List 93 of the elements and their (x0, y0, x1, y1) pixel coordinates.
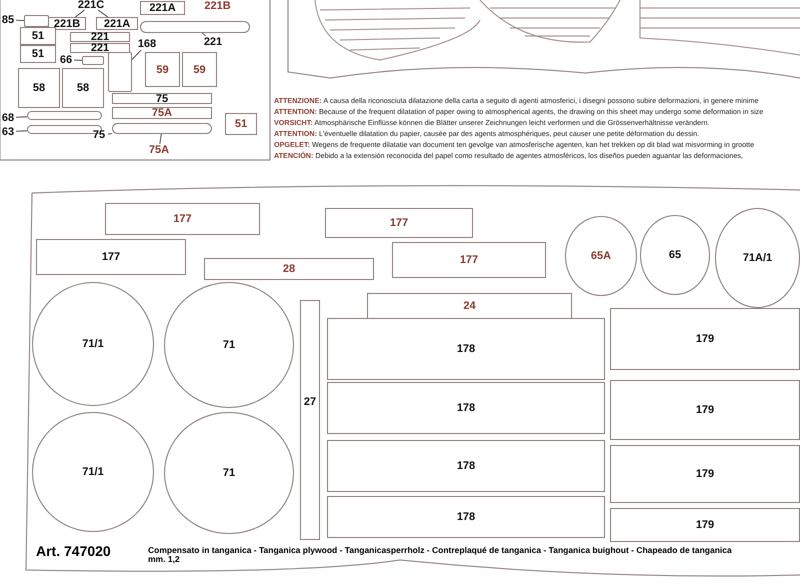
part-number: 179 (696, 404, 714, 416)
part-number: 66 (58, 54, 74, 66)
plywood-part (20, 45, 56, 63)
part-number: 65A (590, 250, 612, 262)
part-number: 51 (32, 30, 44, 42)
leader-line (75, 10, 85, 18)
plywood-part (112, 93, 212, 104)
part-number: 221C (76, 0, 106, 10)
part-number: 177 (390, 217, 408, 229)
part-number: 65 (668, 249, 682, 261)
plywood-part (610, 308, 800, 370)
part-number: 71 (222, 339, 236, 351)
part-number: 75A (152, 107, 172, 119)
plywood-part (182, 52, 217, 87)
part-number: 178 (456, 343, 476, 355)
part-number: 68 (0, 112, 16, 123)
plywood-part (70, 43, 130, 53)
part-outline (24, 15, 49, 27)
part-number: 58 (32, 82, 46, 94)
plywood-part (610, 445, 800, 503)
part-number: 178 (456, 511, 476, 523)
part-number: 178 (456, 402, 476, 414)
part-number: 75 (90, 129, 108, 141)
leader-line (16, 116, 28, 118)
part-outline (82, 56, 104, 65)
part-number: 59 (156, 64, 169, 76)
leader-line (16, 130, 28, 132)
plywood-part (204, 258, 374, 280)
strip-part-outline (112, 123, 212, 134)
part-outline (108, 52, 132, 92)
part-number: 221 (200, 36, 226, 48)
strip-part-outline (27, 111, 102, 120)
part-number: 71A/1 (742, 252, 772, 264)
part-number: 51 (32, 48, 44, 60)
leader-line (159, 134, 162, 144)
plywood-part (327, 440, 605, 492)
part-number: 168 (136, 38, 158, 50)
plywood-part (392, 242, 546, 278)
plywood-part (367, 293, 572, 319)
part-number: 177 (102, 251, 120, 263)
plywood-part (327, 318, 605, 380)
part-number: 179 (696, 519, 714, 531)
plywood-part (70, 32, 130, 42)
plywood-part (20, 27, 56, 45)
part-number: 179 (696, 468, 714, 480)
part-number: 177 (173, 213, 192, 225)
strip-part-outline (140, 21, 250, 33)
plywood-part (610, 380, 800, 440)
plywood-part (300, 300, 320, 540)
part-number: 221B (195, 0, 240, 12)
part-number: 221A (149, 2, 176, 14)
plywood-part (18, 68, 60, 108)
part-number: 221B (54, 18, 80, 30)
part-number: 221 (90, 42, 110, 54)
part-number: 177 (460, 254, 478, 266)
part-number: 24 (463, 300, 476, 312)
leader-line (202, 32, 206, 36)
part-number: 71 (222, 467, 236, 479)
part-number: 28 (282, 263, 296, 275)
plywood-part (36, 239, 186, 275)
part-number: 71/1 (82, 338, 104, 350)
plywood-part (105, 203, 260, 235)
part-number: 221 (90, 31, 110, 43)
part-number: 71/1 (82, 466, 104, 478)
plywood-part (140, 1, 185, 15)
leader-line (108, 133, 112, 134)
article-number: Art. 747020 (36, 543, 111, 559)
part-number: 27 (304, 396, 316, 408)
plywood-part (112, 107, 212, 119)
part-number: 75 (156, 92, 168, 104)
material-note: mm. 1,2 (148, 554, 180, 564)
plywood-part (145, 52, 180, 87)
part-number: 58 (76, 82, 90, 94)
plywood-part (327, 496, 605, 538)
leader-line (132, 50, 142, 60)
part-number: 59 (193, 64, 206, 76)
part-number: 179 (696, 333, 714, 345)
leader-line (98, 10, 108, 18)
plywood-part (225, 113, 257, 135)
plywood-part (48, 17, 86, 30)
plywood-part (325, 208, 473, 238)
part-number: 178 (456, 460, 476, 472)
part-number: 51 (234, 118, 248, 130)
plywood-part (610, 508, 800, 542)
leader-line (16, 20, 24, 21)
material-note: Compensato in tanganica - Tanganica plywood - Tanganicasperrholz - Contreplaqué de tanganica - Tanganica buighout - Chapeado de tanganica (148, 545, 732, 555)
plywood-part (62, 68, 104, 108)
part-number: 75A (146, 144, 172, 156)
plywood-part (96, 17, 138, 30)
part-number: 85 (0, 14, 16, 26)
part-number: 63 (0, 126, 16, 137)
part-number: 221A (104, 18, 130, 30)
plywood-part (327, 382, 605, 434)
